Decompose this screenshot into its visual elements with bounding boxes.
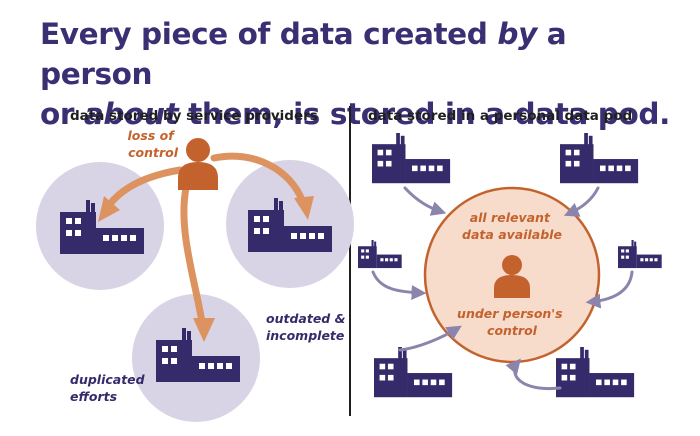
headline-line-2: or about them, is stored in a data pod. <box>40 97 670 131</box>
loss-of-control-label: loss of control <box>128 128 179 160</box>
arrow-icon <box>180 184 206 326</box>
arrow-icon <box>210 152 306 204</box>
right-panel-heading: data stored in a personal data pod <box>368 108 633 124</box>
person-icon <box>178 138 218 190</box>
arrow-icon <box>505 358 562 391</box>
arrow-icon <box>563 186 600 217</box>
left-panel-heading: data stored by service providers <box>70 108 318 124</box>
arrow-icon <box>398 325 462 352</box>
all-relevant-label: all relevant data available <box>462 210 562 242</box>
provider-circle-left <box>36 162 164 290</box>
person-icon <box>494 255 530 298</box>
factory-icon <box>372 133 451 184</box>
arrow-icon <box>98 196 120 222</box>
under-control-label: under person's control <box>457 306 567 338</box>
left-arrows <box>106 152 306 326</box>
factory-icon <box>618 240 662 269</box>
headline: Every piece of data created by a person … <box>40 14 680 134</box>
outdated-label: outdated & incomplete <box>266 311 350 343</box>
arrow-icon <box>193 318 215 342</box>
headline-line-1: Every piece of data created by a person <box>40 17 567 91</box>
factory-icon <box>374 347 453 398</box>
right-arrows <box>371 186 634 391</box>
duplicated-label: duplicated efforts <box>70 372 149 404</box>
arrow-icon <box>106 166 184 208</box>
arrow-icon <box>585 270 634 309</box>
factory-icon <box>556 347 635 398</box>
factory-icon <box>560 133 639 184</box>
arrow-icon <box>403 186 447 216</box>
left-arrowheads <box>98 196 314 342</box>
factory-icon <box>358 240 402 269</box>
provider-circle-right <box>226 160 354 288</box>
arrow-icon <box>294 196 314 220</box>
panel-divider <box>349 106 351 416</box>
arrow-icon <box>371 270 427 301</box>
